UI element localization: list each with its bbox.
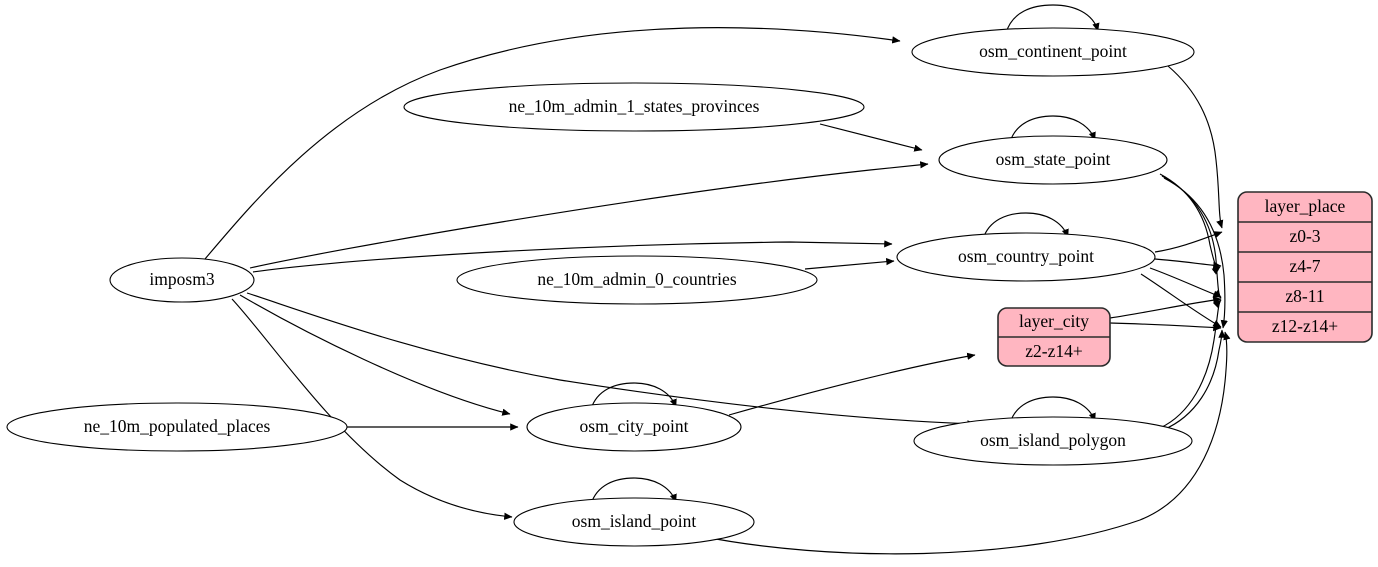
edge-osm_country_point-layer_place-z12-z14 [1140, 273, 1222, 328]
edge-osm_island_point-layer_place-z12-z14 [699, 331, 1231, 555]
edge-layer_city-layer_place-z8-11 [1109, 296, 1222, 319]
node-label-ne_10m_admin_0_countries: ne_10m_admin_0_countries [537, 269, 736, 289]
edge-osm_state_point-layer_place-z12-z14 [1163, 177, 1228, 329]
selfloop-osm_country_point [982, 212, 1069, 240]
node-label-imposm3: imposm3 [149, 269, 214, 289]
selfloop-osm_state_point [1009, 115, 1096, 143]
edge-layer [204, 4, 1231, 555]
node-label-ne_10m_populated_places: ne_10m_populated_places [84, 416, 271, 436]
edge-imposm3-osm_state_point [249, 161, 929, 269]
edge-osm_island_polygon-layer_place-z8-11 [1159, 299, 1222, 429]
edge-osm_country_point-layer_place-z8-11 [1149, 267, 1222, 298]
layer_city-row-z2-z14plus[interactable]: z2-z14+ [1025, 341, 1083, 361]
edge-imposm3-osm_country_point [252, 240, 893, 273]
node-label-osm_continent_point: osm_continent_point [979, 41, 1127, 61]
selfloop-osm_island_polygon [1009, 396, 1096, 424]
layer_place-row-z0-3[interactable]: z0-3 [1289, 226, 1320, 246]
node-label-ne_10m_admin_1_states_provinces: ne_10m_admin_1_states_provinces [509, 96, 760, 116]
selfloop-osm_island_point [590, 477, 677, 505]
edge-osm_city_point-layer_city [728, 352, 976, 416]
edge-imposm3-osm_continent_point [204, 27, 901, 260]
edge-imposm3-osm_island_point [231, 298, 513, 520]
layer_place-row-z4-7[interactable]: z4-7 [1289, 256, 1320, 276]
node-osm_island_point[interactable]: osm_island_point [513, 497, 755, 547]
node-osm_island_polygon[interactable]: osm_island_polygon [913, 416, 1193, 466]
node-ne_10m_populated_places[interactable]: ne_10m_populated_places [6, 402, 348, 452]
node-osm_city_point[interactable]: osm_city_point [526, 402, 742, 452]
node-layer_city[interactable]: layer_city z2-z14+ [997, 307, 1111, 367]
node-ne_10m_admin_0_countries[interactable]: ne_10m_admin_0_countries [456, 255, 818, 305]
node-label-osm_city_point: osm_city_point [580, 416, 689, 436]
layer_city-header: layer_city [1019, 311, 1089, 331]
node-osm_country_point[interactable]: osm_country_point [896, 232, 1156, 282]
edge-imposm3-osm_city_point [239, 294, 511, 416]
edge-osm_state_point-layer_place-z8-11 [1161, 175, 1222, 299]
layer_place-row-z12-z14plus[interactable]: z12-z14+ [1272, 316, 1338, 336]
edge-osm_continent_point-layer_place-z0-3 [1167, 65, 1224, 229]
node-osm_continent_point[interactable]: osm_continent_point [911, 27, 1195, 77]
node-label-osm_island_point: osm_island_point [572, 511, 697, 531]
node-ne_10m_admin_1_states_provinces[interactable]: ne_10m_admin_1_states_provinces [403, 82, 865, 132]
layer_place-header: layer_place [1265, 196, 1346, 216]
node-layer: imposm3 ne_10m_populated_places ne_10m_a… [6, 27, 1195, 547]
node-osm_state_point[interactable]: osm_state_point [938, 135, 1168, 185]
edge-osm_country_point-layer_place-z0-3 [1154, 231, 1223, 253]
edge-osm_island_polygon-layer_place-z12-z14 [1162, 329, 1226, 431]
node-imposm3[interactable]: imposm3 [109, 257, 255, 303]
node-label-osm_state_point: osm_state_point [996, 149, 1111, 169]
edge-imposm3-osm_island_polygon [246, 292, 976, 428]
layer_place-row-z8-11[interactable]: z8-11 [1285, 286, 1324, 306]
edge-layer_city-layer_place-z12-z14 [1109, 322, 1222, 332]
node-layer_place[interactable]: layer_place z0-3 z4-7 z8-11 z12-z14+ [1237, 191, 1373, 343]
edge-ne_countries-osm_country_point [804, 258, 895, 270]
selfloop-osm_city_point [590, 382, 677, 410]
edge-ne_states-osm_state_point [819, 123, 923, 152]
node-label-osm_country_point: osm_country_point [958, 246, 1094, 266]
selfloop-osm_continent_point [1005, 4, 1100, 34]
node-label-osm_island_polygon: osm_island_polygon [980, 430, 1126, 450]
edge-osm_state_point-layer_place-z4-7 [1159, 173, 1221, 275]
edge-osm_country_point-layer_place-z4-7 [1154, 258, 1222, 269]
